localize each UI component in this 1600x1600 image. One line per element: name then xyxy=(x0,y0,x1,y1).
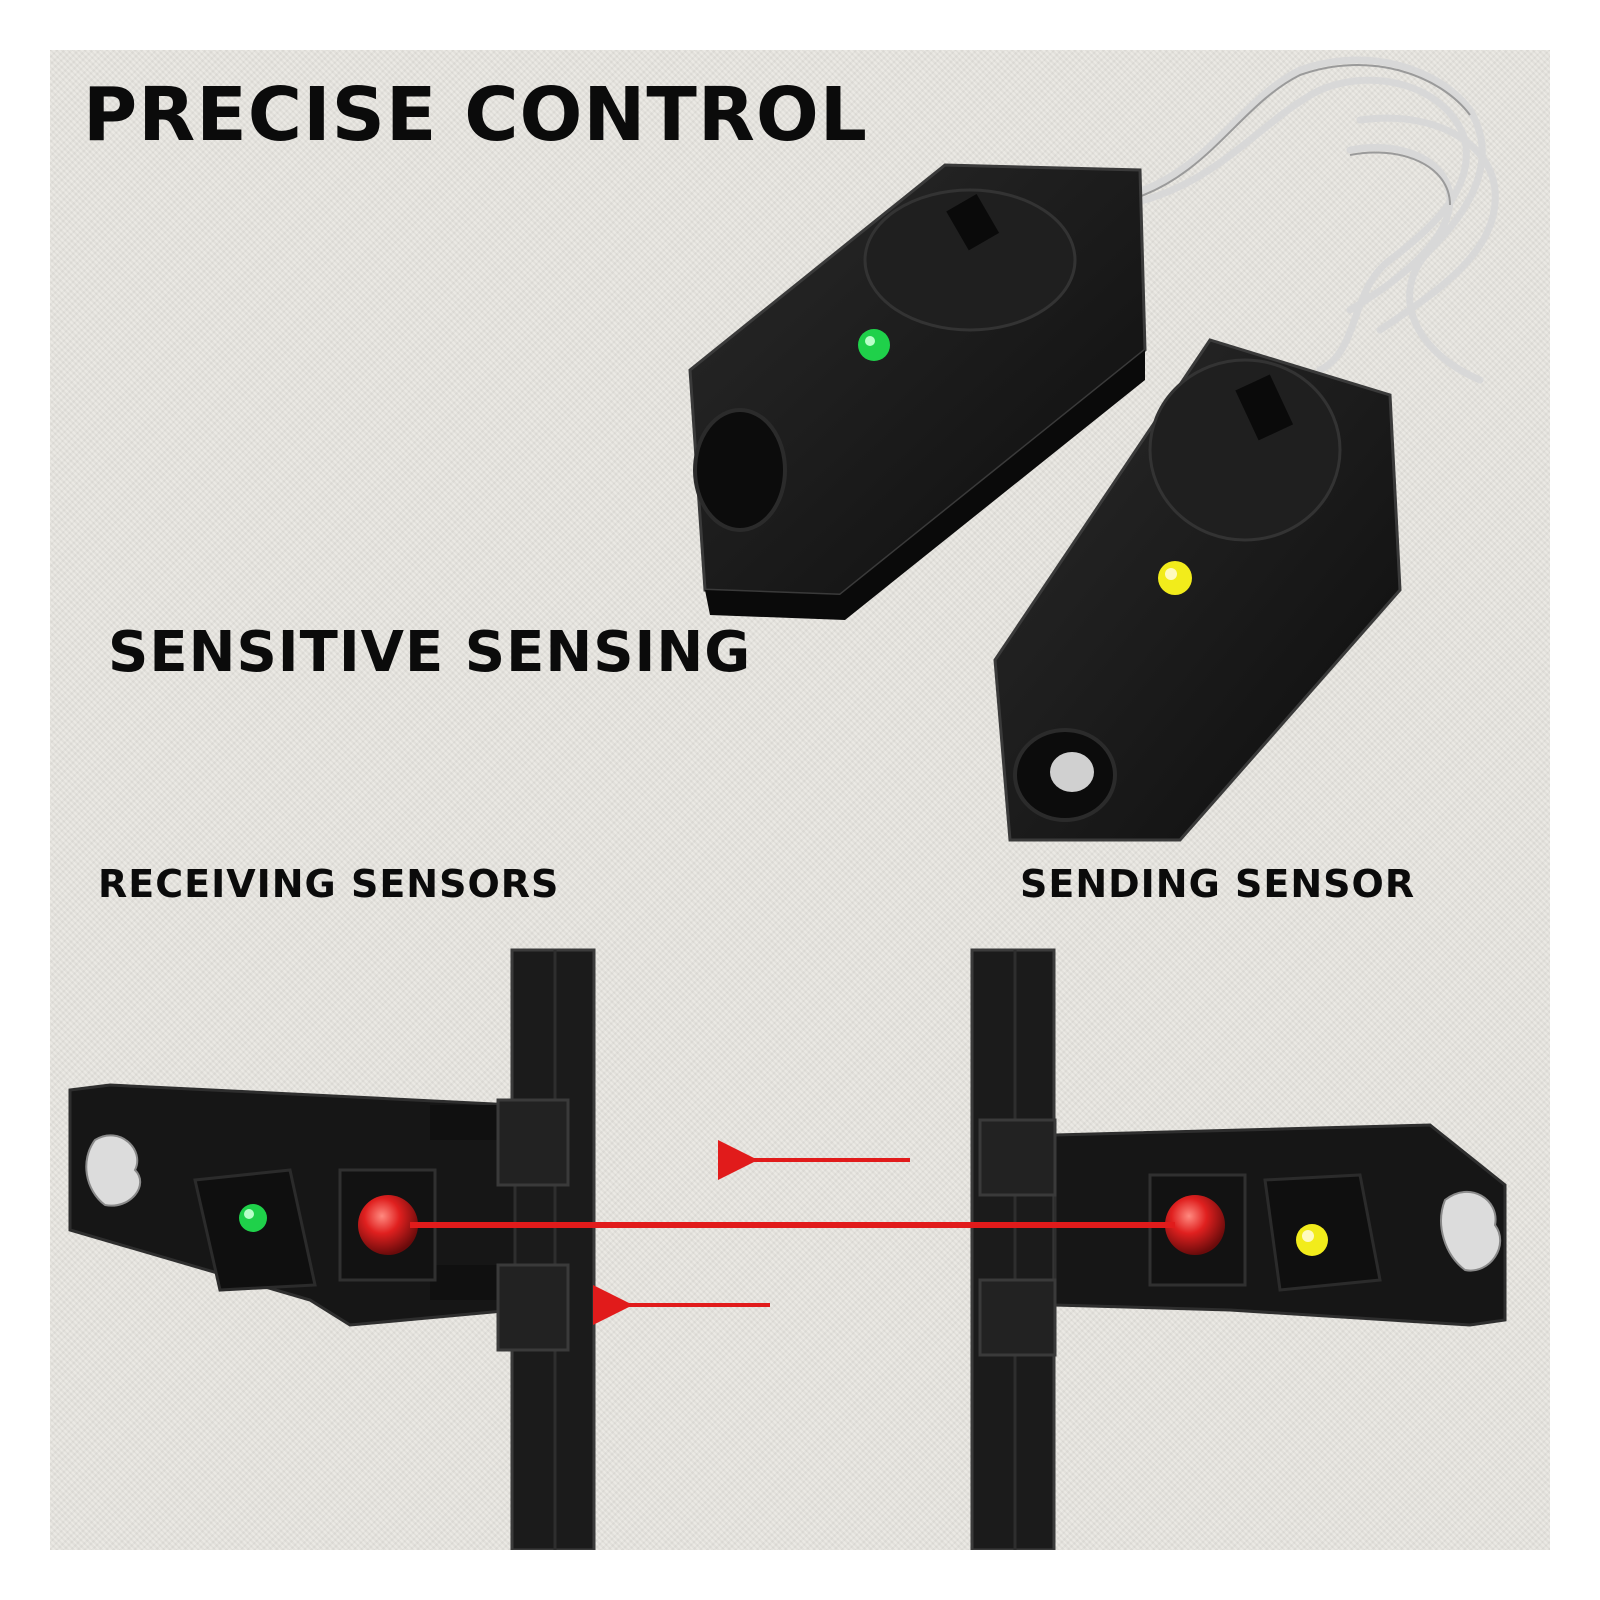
receiving-sensor-bracket xyxy=(68,1083,570,1352)
wing-nut-icon xyxy=(1440,1190,1502,1272)
right-mounting-post xyxy=(970,948,1056,1550)
sensor-cable-shadow xyxy=(1129,64,1471,206)
left-mounting-post xyxy=(510,948,596,1550)
receiving-sensors-label: RECEIVING SENSORS xyxy=(98,862,560,906)
product-image-frame: PRECISE CONTROL SENSITIVE SENSING RECEIV… xyxy=(50,50,1550,1550)
receiver-lens-icon xyxy=(358,1195,418,1255)
status-led-green-icon xyxy=(858,329,890,361)
photo-eye-sensor-yellow xyxy=(993,338,1402,842)
sensor-cable xyxy=(1121,56,1499,384)
sending-sensor-label: SENDING SENSOR xyxy=(1020,862,1416,906)
photo-eye-sensor-green xyxy=(688,163,1147,620)
sensitive-sensing-heading: SENSITIVE SENSING xyxy=(108,620,752,685)
sending-sensor-bracket xyxy=(978,1118,1507,1357)
sensor-illustration xyxy=(68,56,1507,1550)
precise-control-heading: PRECISE CONTROL xyxy=(83,72,868,158)
sender-lens-icon xyxy=(1165,1195,1225,1255)
wing-nut-icon xyxy=(85,1134,142,1207)
status-led-green-icon xyxy=(239,1204,267,1232)
